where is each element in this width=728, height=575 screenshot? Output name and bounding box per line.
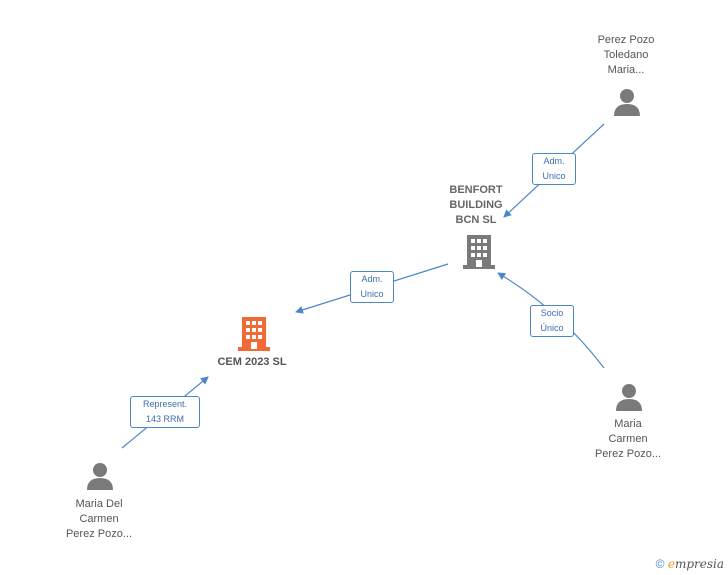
brand-logo-text: mpresia [674,557,724,571]
edge-label-line: Unico [542,171,566,181]
edge-label-adm-unico-top[interactable]: Adm. Unico [532,153,576,185]
edge-label-represent[interactable]: Represent. 143 RRM [130,396,200,428]
person-icon[interactable] [87,463,113,490]
edge-label-line: 143 RRM [145,414,184,424]
edge-label-line: Unico [360,289,384,299]
edge-label-line: Socio [540,308,564,318]
building-icon[interactable] [463,235,495,269]
label-line: Maria... [607,64,645,76]
label-line: Perez Pozo... [65,528,133,540]
person-label-perez-toledano[interactable]: Perez Pozo Toledano Maria... [574,33,678,78]
copyright-icon: © [655,557,665,571]
label-line: Carmen [608,433,648,445]
label-line: Perez Pozo [597,34,655,46]
edge-label-line: Único [540,323,564,333]
person-label-maria-carmen[interactable]: Maria Carmen Perez Pozo... [576,417,680,462]
label-line: Toledano [603,49,649,61]
edge-label-adm-unico-mid[interactable]: Adm. Unico [350,271,394,303]
person-icon[interactable] [616,384,642,411]
edge-label-line: Adm. [361,274,383,284]
label-line: Maria [614,418,642,430]
label-line: Maria Del [75,498,123,510]
label-line: Carmen [79,513,119,525]
edge-label-line: Represent. [142,399,188,409]
company-label-cem-2023[interactable]: CEM 2023 SL [196,355,308,370]
building-icon[interactable] [238,317,270,351]
label-line: BENFORT [449,184,503,196]
label-line: BUILDING [449,199,503,211]
company-label-benfort[interactable]: BENFORT BUILDING BCN SL [430,183,522,228]
label-line: Perez Pozo... [594,448,662,460]
edge-label-line: Adm. [543,156,565,166]
edge-label-socio-unico[interactable]: Socio Único [530,305,574,337]
footer-brand[interactable]: © empresia [656,557,724,571]
label-line: BCN SL [455,214,497,226]
label-line: CEM 2023 SL [217,356,287,368]
person-label-maria-del-carmen[interactable]: Maria Del Carmen Perez Pozo... [46,497,152,542]
brand-logo-e: e [667,557,675,571]
person-icon[interactable] [614,89,640,116]
